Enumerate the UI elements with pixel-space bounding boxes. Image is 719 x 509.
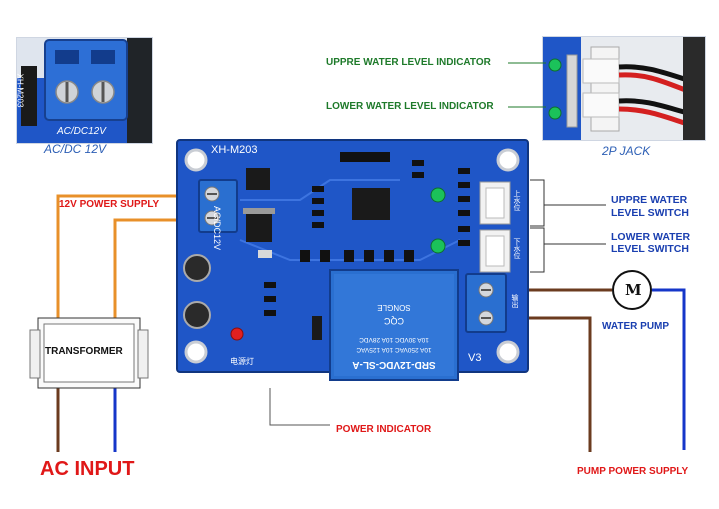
lower-conn-silk: 下水位 [513,238,521,259]
relay-cert: CQC [384,316,404,326]
ac-input-label: AC INPUT [40,458,135,480]
terminal-inset-caption: AC/DC 12V [44,142,107,156]
power-indicator-pointer [269,388,330,426]
upper-switch-bracket [530,179,545,227]
water-pump-label: WATER PUMP [602,321,670,332]
upper-switch-label-2: LEVEL SWITCH [611,207,689,219]
upper-switch-label-1: UPPRE WATER [611,194,688,206]
upper-indicator-label: UPPRE WATER LEVEL INDICATOR [326,57,491,68]
relay-rating-1: 10A 250VAC 10A 125VAC [356,346,432,353]
terminal-inset: AC/DC12V XH-M203 [16,37,153,144]
power-led-silk: 电源灯 [230,357,254,366]
lower-switch-bracket [530,227,545,273]
jack-inset [542,36,706,141]
board-model: XH-M203 [211,144,258,156]
motor-symbol [612,270,652,310]
pcb-board [176,139,529,381]
relay-label-block: SRD-12VDC-SL-A 10A 250VAC 10A 125VAC 10A… [336,278,452,374]
board-power-silk: AC/DC12V [212,206,222,251]
jack-inset-caption: 2P JACK [602,144,651,158]
power-indicator-label: POWER INDICATOR [336,424,432,435]
jack-inset-art [543,37,705,140]
transformer-label: TRANSFORMER [45,346,123,357]
orange-wire-1 [56,194,199,318]
terminal-inset-silk: AC/DC12V [57,126,106,137]
terminal-inset-art [17,38,152,143]
output-silk: 输出 [511,294,519,308]
pump-supply-label: PUMP POWER SUPPLY [577,466,689,477]
power-supply-label: 12V POWER SUPPLY [59,199,160,210]
orange-wire-2 [113,218,199,318]
brown-wire-supply [506,316,592,452]
relay-rating-2: 10A 30VDC 10A 28VDC [359,336,429,343]
lower-switch-label-1: LOWER WATER [611,231,691,243]
relay-model: SRD-12VDC-SL-A [352,359,436,370]
upper-conn-silk: 上水位 [513,190,521,211]
transformer-box [29,317,149,389]
blue-wire-pump [652,288,686,450]
lower-switch-label-2: LEVEL SWITCH [611,243,689,255]
relay-brand: SONGLE [377,303,411,312]
board-version: V3 [468,352,482,364]
lower-indicator-label: LOWER WATER LEVEL INDICATOR [326,101,494,112]
motor-label: M [625,281,642,299]
